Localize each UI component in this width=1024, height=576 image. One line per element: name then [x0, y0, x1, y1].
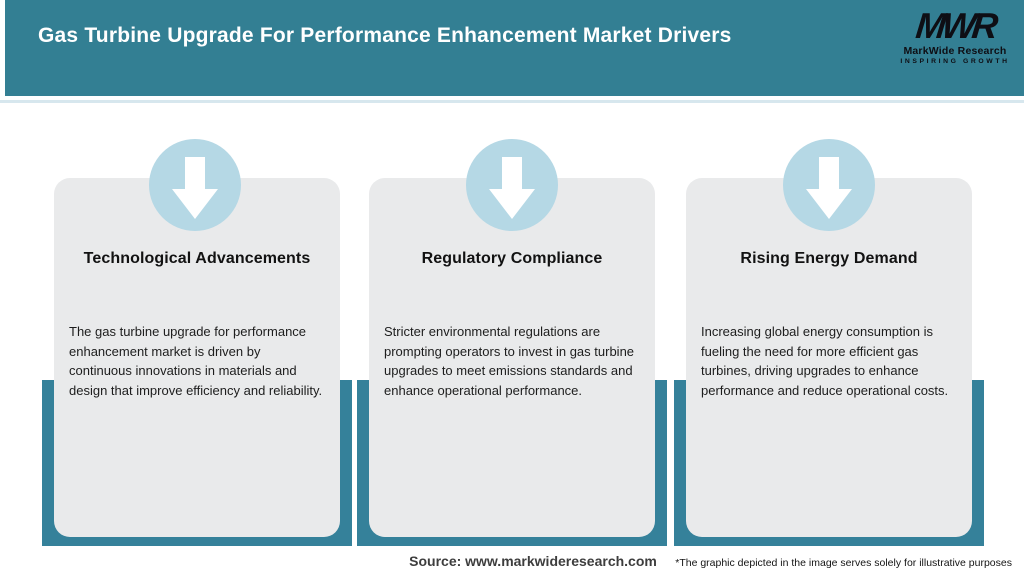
logo-tagline: INSPIRING GROWTH [900, 57, 1010, 65]
markwide-research-logo: MWR MarkWide Research INSPIRING GROWTH [900, 5, 1010, 65]
down-arrow-badge [466, 139, 558, 231]
driver-card-technological-advancements: Technological Advancements The gas turbi… [54, 178, 340, 537]
header-divider-line [0, 100, 1024, 103]
driver-card-rising-energy-demand: Rising Energy Demand Increasing global e… [686, 178, 972, 537]
down-arrow-icon [149, 139, 241, 231]
header-banner: Gas Turbine Upgrade For Performance Enha… [5, 0, 1024, 96]
card-title: Technological Advancements [83, 250, 311, 267]
card-description: Stricter environmental regulations are p… [384, 324, 635, 398]
card-description: The gas turbine upgrade for performance … [69, 324, 323, 398]
card-title: Regulatory Compliance [421, 250, 603, 267]
source-attribution: Source: www.markwideresearch.com [409, 553, 657, 569]
down-arrow-icon [783, 139, 875, 231]
down-arrow-icon [466, 139, 558, 231]
page-title: Gas Turbine Upgrade For Performance Enha… [38, 24, 732, 47]
down-arrow-badge [149, 139, 241, 231]
card-description: Increasing global energy consumption is … [701, 324, 949, 398]
disclaimer-note: *The graphic depicted in the image serve… [675, 557, 1012, 569]
down-arrow-badge [783, 139, 875, 231]
card-title: Rising Energy Demand [740, 250, 918, 267]
driver-card-regulatory-compliance: Regulatory Compliance Stricter environme… [369, 178, 655, 537]
logo-name: MarkWide Research [903, 45, 1007, 57]
logo-monogram: MWR [913, 5, 997, 46]
